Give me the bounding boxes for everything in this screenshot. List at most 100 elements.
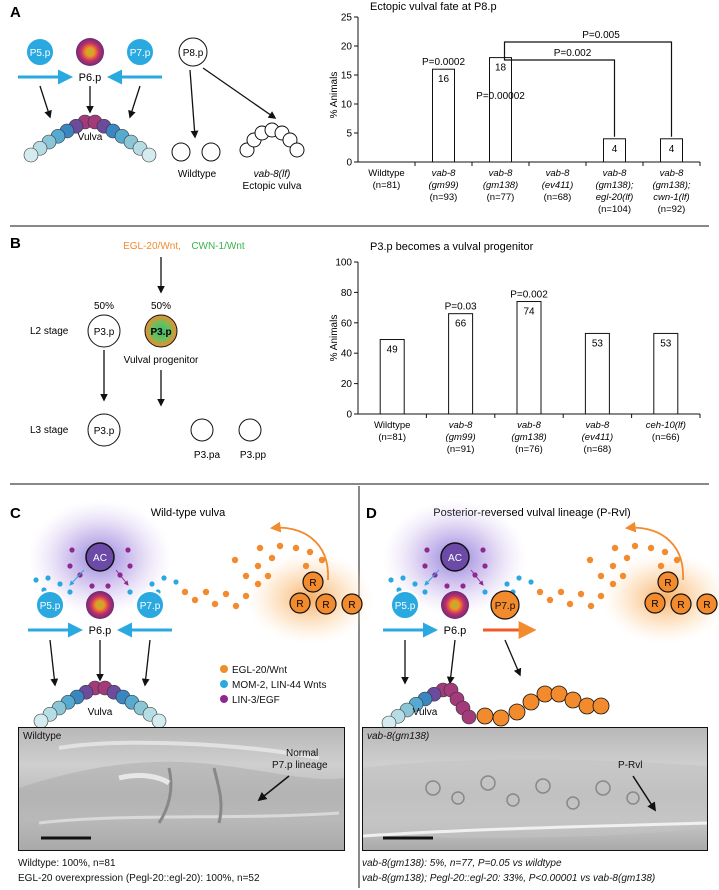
bar-value-label: 74 bbox=[523, 307, 535, 318]
x-category-label: (n=76) bbox=[515, 444, 543, 455]
x-category-label: vab-8 bbox=[546, 168, 570, 179]
bracket-p-value: P=0.002 bbox=[554, 48, 592, 59]
y-tick-label: 25 bbox=[341, 13, 353, 24]
egl20-dot bbox=[587, 602, 595, 610]
panel-b-schematic: EGL-20/Wnt, CWN-1/Wnt 50% 50% L2 stage P… bbox=[30, 241, 267, 461]
p3pp-cell bbox=[238, 418, 262, 442]
chart-b-title: P3.p becomes a vulval progenitor bbox=[370, 241, 534, 253]
p3pa-label: P3.pa bbox=[194, 450, 221, 461]
wnt-dot bbox=[388, 577, 394, 583]
wildtype-label-a: Wildtype bbox=[178, 169, 217, 180]
p5p-cell bbox=[35, 590, 65, 620]
egl20-dot bbox=[264, 572, 272, 580]
legend-label-egl20: EGL-20/Wnt bbox=[232, 665, 288, 676]
egl20-dot bbox=[222, 590, 230, 598]
p7p-label: P7.p bbox=[140, 601, 161, 612]
x-category-label: (n=66) bbox=[652, 432, 680, 443]
egl20-dot bbox=[318, 556, 326, 564]
reversed-vulva-cell bbox=[578, 697, 596, 715]
r-cell-label: R bbox=[348, 600, 355, 611]
fate-arrow-p7 bbox=[128, 85, 141, 119]
chart-b-ylabel: % Animals bbox=[329, 315, 340, 362]
micrograph-mutant-annotation: P-Rvl bbox=[618, 760, 643, 771]
p6p-cell bbox=[76, 38, 104, 66]
reversed-vulva-cell bbox=[592, 697, 610, 715]
wnt-dot bbox=[149, 581, 155, 587]
x-category-label: (gm138) bbox=[483, 180, 518, 191]
mutant-sub-a: Ectopic vulva bbox=[243, 181, 302, 192]
egl20-dot bbox=[597, 572, 605, 580]
r-cell bbox=[670, 593, 692, 615]
egl20-dot bbox=[611, 544, 619, 552]
vulva-cell bbox=[33, 713, 49, 729]
caption-d-2: vab-8(gm138); Pegl-20::egl-20: 33%, P<0.… bbox=[362, 873, 656, 884]
p8p-cell bbox=[178, 37, 208, 67]
p-value-label: P=0.0002 bbox=[422, 57, 466, 68]
bar-value-label: 4 bbox=[612, 144, 618, 155]
legend-item-lin3: LIN-3/EGF bbox=[220, 693, 326, 708]
reversed-vulva-cell bbox=[522, 693, 540, 711]
egf-dot bbox=[480, 547, 486, 553]
panel-letter-c: C bbox=[10, 505, 21, 522]
panel-letter-d: D bbox=[366, 505, 377, 522]
micrograph-annotation-1: Normal bbox=[286, 748, 319, 759]
y-tick-label: 80 bbox=[341, 288, 353, 299]
chart-a-ylabel: % Animals bbox=[329, 72, 340, 119]
p6p-label: P6.p bbox=[79, 72, 102, 84]
p8p-label: P8.p bbox=[183, 48, 204, 59]
r-cell bbox=[696, 593, 718, 615]
y-tick-label: 15 bbox=[341, 71, 353, 82]
bar-value-label: 16 bbox=[438, 74, 450, 85]
x-category-label: cwn-1(lf) bbox=[653, 192, 689, 203]
egf-dot bbox=[125, 547, 131, 553]
x-category-label: vab-8 bbox=[489, 168, 513, 179]
p-value-label: P=0.002 bbox=[510, 290, 548, 301]
egl20-dot bbox=[276, 542, 284, 550]
wnt-dot bbox=[67, 589, 73, 595]
legend-dot-purple bbox=[220, 695, 228, 703]
p3p-l3-cell bbox=[87, 413, 121, 447]
legend-dot-orange bbox=[220, 665, 228, 673]
x-category-label: (n=81) bbox=[373, 180, 401, 191]
wnt-dot bbox=[400, 575, 406, 581]
x-category-label: vab-8 bbox=[586, 420, 610, 431]
r-cell bbox=[302, 571, 324, 593]
anchor-cell-label: AC bbox=[93, 553, 107, 564]
egl20-dot bbox=[191, 596, 199, 604]
x-category-label: Wildtype bbox=[368, 168, 404, 179]
p3p-l3-label: P3.p bbox=[94, 426, 115, 437]
egl20-dot bbox=[577, 590, 585, 598]
micrograph-mutant: vab-8(gm138) P-Rvl bbox=[362, 727, 708, 851]
egl20-dot bbox=[609, 580, 617, 588]
reversed-vulva-cell bbox=[476, 707, 494, 725]
x-category-label: (n=81) bbox=[378, 432, 406, 443]
wnt-dot bbox=[45, 575, 51, 581]
egl20-dot bbox=[673, 556, 681, 564]
p3pp-label: P3.pp bbox=[240, 450, 267, 461]
bar-value-label: 18 bbox=[495, 63, 507, 74]
egl20-dot bbox=[661, 548, 669, 556]
egl20-dot bbox=[254, 580, 262, 588]
panel-a-schematic: P5.p P7.p P6.p Vulva P8.p Wildtype vab-8… bbox=[18, 37, 305, 192]
egl20-migration-arrow bbox=[269, 521, 329, 581]
egl20-dot bbox=[256, 544, 264, 552]
y-tick-label: 20 bbox=[341, 379, 353, 390]
egl20-dot bbox=[546, 596, 554, 604]
p7p-cell bbox=[125, 37, 155, 67]
anchor-cell-label: AC bbox=[448, 553, 462, 564]
wnt-dot bbox=[422, 589, 428, 595]
x-category-label: vab-8 bbox=[660, 168, 684, 179]
r-cell-label: R bbox=[677, 600, 684, 611]
r-cell bbox=[341, 593, 363, 615]
legend-label-lin3: LIN-3/EGF bbox=[232, 695, 280, 706]
x-category-label: (gm138) bbox=[511, 432, 546, 443]
bar bbox=[489, 57, 512, 163]
l3-stage-label: L3 stage bbox=[30, 425, 69, 436]
x-category-label: (gm99) bbox=[446, 432, 476, 443]
bar bbox=[660, 138, 683, 163]
y-tick-label: 0 bbox=[346, 410, 352, 421]
wnt-label-1: EGL-20/Wnt, bbox=[123, 241, 181, 252]
y-tick-label: 20 bbox=[341, 42, 353, 53]
vulva-cells bbox=[33, 680, 167, 729]
ectopic-vulva-cells bbox=[239, 122, 305, 158]
